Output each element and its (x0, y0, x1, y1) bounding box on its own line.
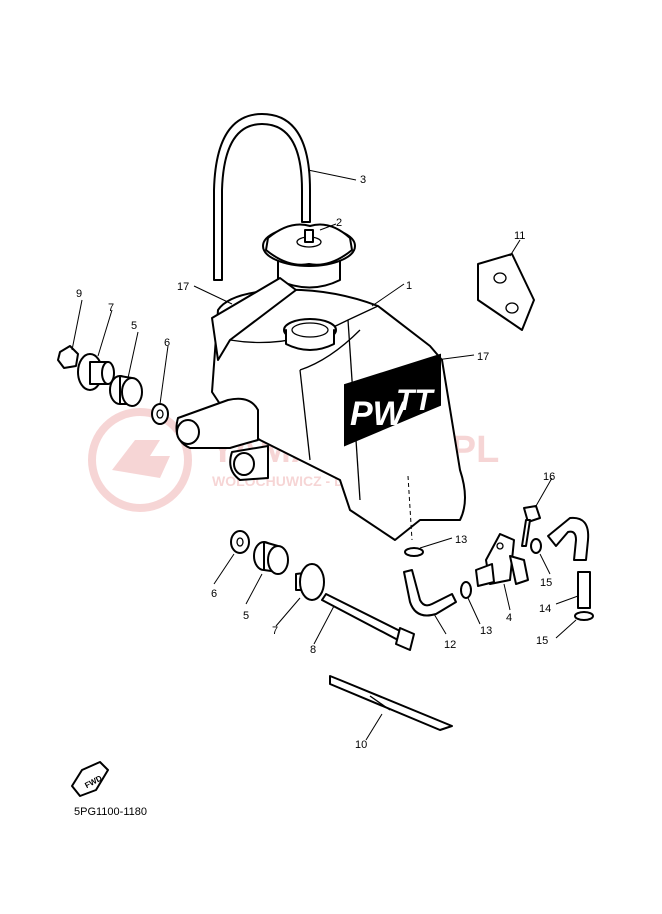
bolt-16 (521, 505, 541, 547)
damper-5-upper (109, 375, 143, 407)
callout-number: 5 (131, 320, 137, 332)
watermark-logo-icon (88, 408, 192, 512)
callout-number: 7 (108, 302, 114, 314)
fuel-cock-4 (475, 533, 529, 587)
hose-clamp-13-lower (460, 581, 472, 599)
mounting-bracket (477, 253, 535, 331)
callout-number: 9 (76, 288, 82, 300)
callout-number: 17 (477, 351, 489, 363)
callout-number: 8 (310, 644, 316, 656)
callout-number: 2 (336, 217, 342, 229)
callout-number: 7 (272, 625, 278, 637)
fuel-cap (262, 223, 356, 289)
tank-pad-10 (329, 675, 453, 731)
collar-7-upper (77, 353, 115, 391)
callout-number: 13 (480, 625, 492, 637)
callout-number: 14 (539, 603, 551, 615)
fuel-hose-12 (403, 569, 457, 617)
callout-number: 10 (355, 739, 367, 751)
collar-7-lower (295, 563, 325, 601)
hose-clamp-13-upper (404, 547, 424, 557)
breather-hose-14 (547, 516, 591, 609)
watermark-logo-mark (112, 440, 170, 478)
callout-number: 5 (243, 610, 249, 622)
callout-number: 15 (540, 577, 552, 589)
washer-6-upper (151, 403, 169, 425)
bolt-nut-9 (57, 345, 79, 369)
callout-number: 13 (455, 534, 467, 546)
decal-text-2: TT (396, 384, 435, 417)
callout-number: 15 (536, 635, 548, 647)
callout-number: 11 (514, 230, 525, 242)
callout-number: 6 (211, 588, 217, 600)
decal-right: PW TT (344, 353, 441, 447)
vent-hose (213, 113, 311, 281)
fwd-arrow-icon: FWD (71, 761, 109, 797)
callout-number: 6 (164, 337, 170, 349)
leader-lines (71, 169, 579, 741)
callout-number: 16 (543, 471, 555, 483)
washer-6-lower (230, 530, 250, 554)
callout-number: 12 (444, 639, 456, 651)
clamp-15-lower (574, 611, 594, 621)
callout-number: 3 (360, 174, 366, 186)
decal-left (211, 277, 297, 361)
callout-number: 1 (406, 280, 412, 292)
hidden-line (407, 475, 413, 541)
clamp-15-upper (530, 538, 542, 554)
bolt-8 (321, 593, 415, 651)
callout-number: 17 (177, 281, 189, 293)
decal-text: PW (350, 395, 408, 433)
damper-5-lower (253, 541, 289, 575)
callout-number: 4 (506, 612, 512, 624)
part-code: 5PG1100-1180 (74, 806, 147, 818)
